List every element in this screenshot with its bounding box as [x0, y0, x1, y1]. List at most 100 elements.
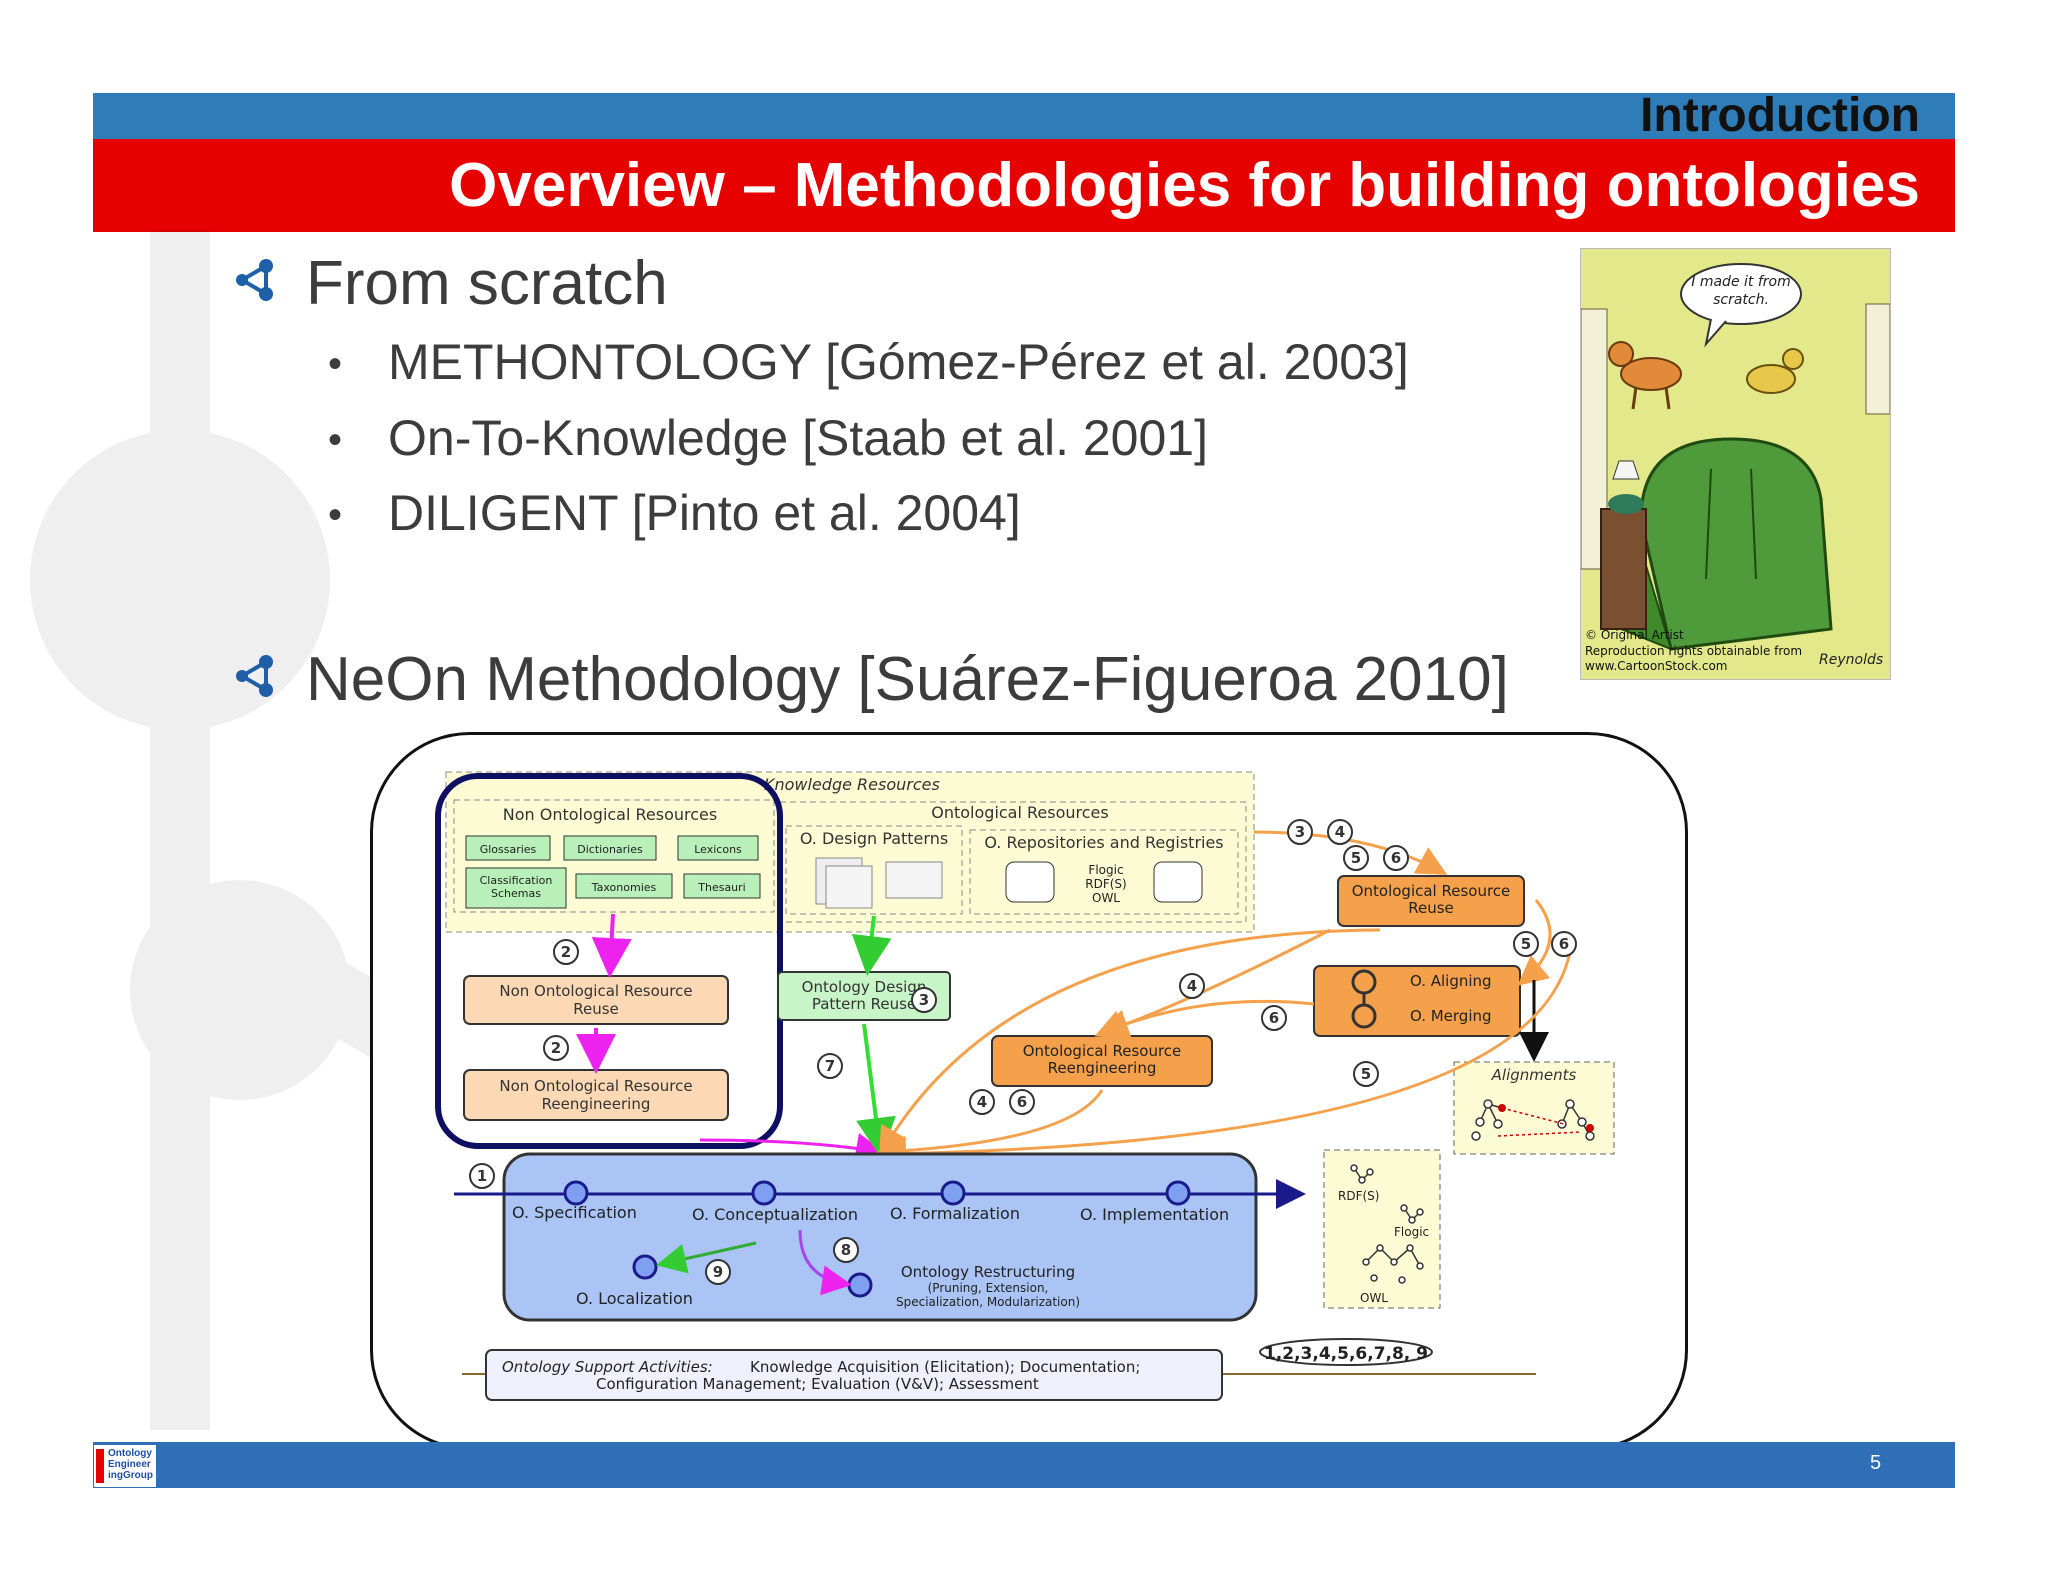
footer-band: [93, 1442, 1955, 1488]
svg-text:4: 4: [1187, 977, 1197, 995]
restructuring-detail: (Pruning, Extension,: [928, 1281, 1049, 1295]
svg-text:Glossaries: Glossaries: [480, 843, 537, 856]
orange-arrow: [878, 928, 1381, 1158]
support-text: Configuration Management; Evaluation (V&…: [596, 1375, 1039, 1393]
alignment-tree-icon: [1471, 1099, 1595, 1141]
nor-item: Dictionaries: [563, 835, 657, 861]
scenario-badge: 8: [833, 1237, 859, 1263]
restructuring-detail: Specialization, Modularization): [896, 1295, 1080, 1309]
merging-node: [1351, 1003, 1377, 1029]
scenario-badge: 9: [705, 1259, 731, 1285]
svg-text:4: 4: [1335, 823, 1345, 841]
svg-text:6: 6: [1017, 1093, 1027, 1111]
scenario-badge: 1: [469, 1163, 495, 1189]
svg-text:Reuse: Reuse: [1408, 899, 1454, 917]
svg-text:OWL: OWL: [1092, 891, 1120, 905]
output-format-label: OWL: [1360, 1291, 1388, 1305]
scenario-badge: 6: [1383, 845, 1409, 871]
aligning-label: O. Aligning: [1410, 972, 1492, 990]
ontology-tree-icon: [1350, 1164, 1424, 1284]
svg-text:Thesauri: Thesauri: [697, 881, 745, 894]
green-arrow: [856, 1023, 896, 1158]
nor-item: Glossaries: [465, 835, 551, 861]
svg-text:Lexicons: Lexicons: [694, 843, 742, 856]
background-molecule-decoration: [30, 230, 411, 1430]
logo-line: Ontology: [108, 1448, 152, 1459]
scenario-badge: 4: [1327, 819, 1353, 845]
svg-text:9: 9: [713, 1263, 723, 1281]
scenario-badge: 2: [553, 939, 579, 965]
svg-text:Flogic: Flogic: [1088, 863, 1123, 877]
purple-arrow: [798, 1229, 852, 1296]
svg-text:Schemas: Schemas: [491, 887, 541, 900]
cartoon-image: I made it from scratch. © Original Artis…: [1580, 248, 1891, 680]
aligning-node: [1351, 969, 1377, 995]
list-item: On-To-Knowledge [Staab et al. 2001]: [388, 410, 1208, 466]
list-item: METHONTOLOGY [Gómez-Pérez et al. 2003]: [388, 334, 1409, 390]
svg-text:Ontological Resource: Ontological Resource: [1352, 882, 1511, 900]
non-ontological-resources-box: [453, 799, 775, 913]
support-activities-box: [485, 1349, 1223, 1401]
scenario-badge: 4: [1179, 973, 1205, 999]
design-patterns-label: O. Design Patterns: [800, 829, 948, 848]
svg-text:Ontological Resource: Ontological Resource: [1023, 1042, 1182, 1060]
cartoon-reproduction: Reproduction rights obtainable from: [1585, 644, 1802, 658]
conceptualization-node: [751, 1180, 777, 1206]
restructuring-label: Ontology Restructuring: [901, 1263, 1075, 1281]
svg-text:3: 3: [1295, 823, 1305, 841]
cartoon-speech-line-1: I made it from: [1691, 274, 1790, 290]
scenario-badge: 4: [969, 1089, 995, 1115]
orange-arrow: [1517, 899, 1552, 986]
svg-text:5: 5: [1521, 935, 1531, 953]
slide-title: Overview – Methodologies for building on…: [449, 151, 1920, 220]
implementation-node: [1165, 1180, 1191, 1206]
repositories-label: O. Repositories and Registries: [984, 833, 1223, 852]
scenario-badge: 6: [1261, 1005, 1287, 1031]
svg-text:2: 2: [561, 943, 571, 961]
implementation-label: O. Implementation: [1080, 1205, 1229, 1224]
orange-arrow: [876, 1089, 1104, 1166]
logo-line: Engineer: [108, 1459, 151, 1470]
page-number: 5: [1870, 1452, 1882, 1474]
scenario-badge: 5: [1513, 931, 1539, 957]
alignment-link-node: [1586, 1124, 1594, 1132]
merging-label: O. Merging: [1410, 1007, 1492, 1025]
repository-cylinder: [1005, 861, 1055, 903]
support-text: Knowledge Acquisition (Elicitation); Doc…: [750, 1358, 1140, 1376]
svg-text:2: 2: [551, 1039, 561, 1057]
alignments-label: Alignments: [1491, 1066, 1577, 1084]
svg-text:Classification: Classification: [480, 874, 553, 887]
restructuring-node: [847, 1272, 873, 1298]
list-bullet: •: [328, 418, 343, 462]
svg-text:Dictionaries: Dictionaries: [577, 843, 643, 856]
design-pattern-thumbnail: [885, 861, 943, 899]
svg-text:Pattern Reuse: Pattern Reuse: [812, 995, 916, 1013]
localization-label: O. Localization: [576, 1289, 693, 1308]
svg-text:5: 5: [1351, 849, 1361, 867]
nor-item: Thesauri: [683, 873, 761, 899]
title-band: [93, 139, 1955, 232]
design-patterns-box: [785, 825, 963, 915]
magenta-arrow: [591, 913, 632, 978]
green-arrow: [656, 1241, 757, 1274]
non-ontological-scenario-frame: [435, 773, 783, 1149]
svg-text:Ontology Design: Ontology Design: [802, 978, 927, 996]
output-format-label: RDF(S): [1338, 1189, 1379, 1203]
cartoon-copyright: © Original Artist: [1585, 628, 1684, 642]
formalization-node: [940, 1180, 966, 1206]
bullet-heading-neon: NeOn Methodology [Suárez-Figueroa 2010]: [306, 645, 1509, 714]
svg-text:RDF(S): RDF(S): [1085, 877, 1126, 891]
cartoon-drawing: I made it from scratch. © Original Artis…: [1581, 249, 1890, 679]
scenario-badge: 7: [817, 1053, 843, 1079]
svg-text:Non Ontological Resource: Non Ontological Resource: [499, 1077, 692, 1095]
list-bullet: •: [328, 342, 343, 386]
repository-cylinder: [1153, 861, 1203, 903]
svg-text:Taxonomies: Taxonomies: [591, 881, 657, 894]
molecule-bullet-icon: [236, 259, 273, 301]
knowledge-resources-label: Knowledge Resources: [764, 775, 940, 794]
support-label: Ontology Support Activities:: [502, 1358, 713, 1376]
scenario-badge: 5: [1353, 1061, 1379, 1087]
neon-diagram: Knowledge Resources Non Ontological Reso…: [435, 771, 1615, 1401]
orange-arrow: [876, 951, 1572, 1169]
nor-item: Classification Schemas: [465, 867, 567, 909]
